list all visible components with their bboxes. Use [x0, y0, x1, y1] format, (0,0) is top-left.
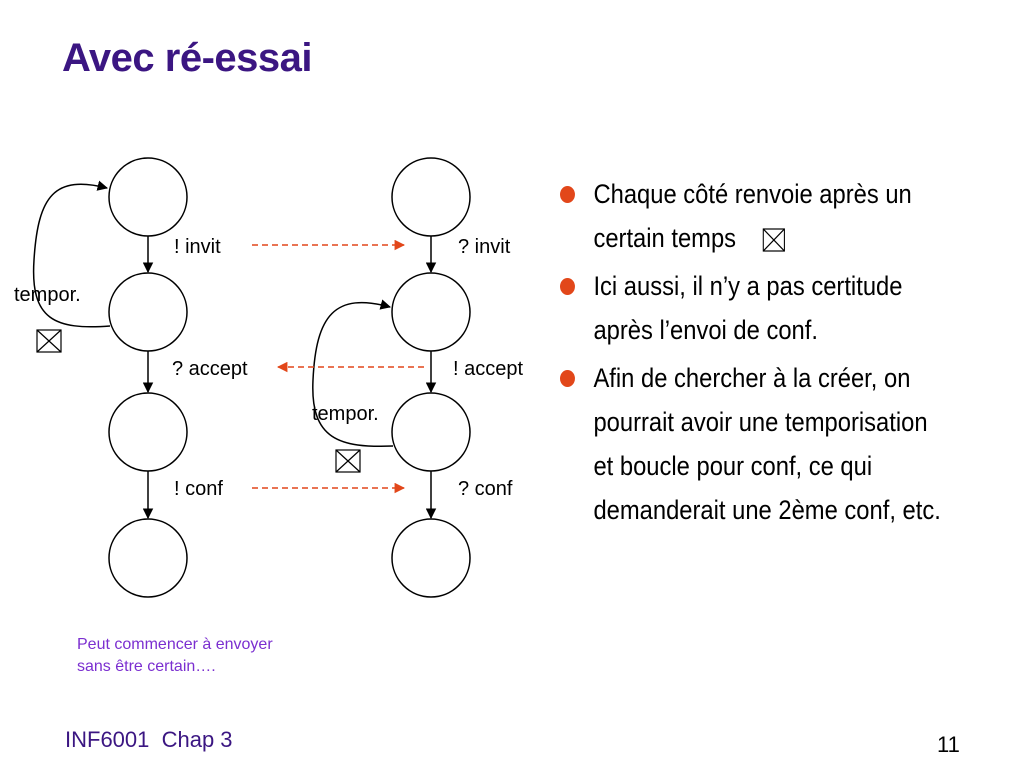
page-number: 11	[937, 732, 960, 757]
bullet-dot-icon	[560, 186, 575, 203]
right-hourglass-icon	[335, 449, 361, 473]
left-retry-loop	[32, 180, 111, 328]
bullet-text: Ici aussi, il n’y a pas certitude après …	[593, 271, 903, 345]
right-state-1	[391, 157, 471, 237]
right-state-3	[391, 392, 471, 472]
right-label-conf: ? conf	[458, 478, 513, 500]
right-retry-loop	[312, 299, 394, 448]
bullet-item: Chaque côté renvoie après un certain tem…	[560, 172, 947, 260]
right-label-invit: ? invit	[458, 236, 511, 258]
left-state-3	[108, 392, 188, 472]
bullet-item: Afin de chercher à la créer, on pourrait…	[560, 356, 947, 532]
annotation-note: Peut commencer à envoyer sans être certa…	[77, 636, 273, 675]
left-state-2	[108, 272, 188, 352]
slide-title: Avec ré-essai	[62, 36, 312, 80]
left-label-invit: ! invit	[174, 236, 221, 258]
bullet-list: Chaque côté renvoie après un certain tem…	[560, 172, 947, 536]
left-state-4	[108, 518, 188, 598]
footer-course: INF6001 Chap 3	[65, 727, 233, 752]
right-state-2	[391, 272, 471, 352]
bullet-dot-icon	[560, 370, 575, 387]
left-state-1	[108, 157, 188, 237]
right-state-4	[391, 518, 471, 598]
right-label-timer: tempor.	[312, 403, 379, 425]
right-label-accept: ! accept	[453, 358, 523, 380]
bullet-dot-icon	[560, 278, 575, 295]
hourglass-icon	[762, 228, 785, 252]
left-label-timer: tempor.	[14, 284, 81, 306]
left-label-conf: ! conf	[174, 478, 223, 500]
left-label-accept: ? accept	[172, 358, 248, 380]
bullet-text: Chaque côté renvoie après un certain tem…	[593, 179, 912, 253]
left-hourglass-icon	[36, 329, 62, 353]
bullet-item: Ici aussi, il n’y a pas certitude après …	[560, 264, 947, 352]
bullet-text: Afin de chercher à la créer, on pourrait…	[593, 363, 941, 525]
